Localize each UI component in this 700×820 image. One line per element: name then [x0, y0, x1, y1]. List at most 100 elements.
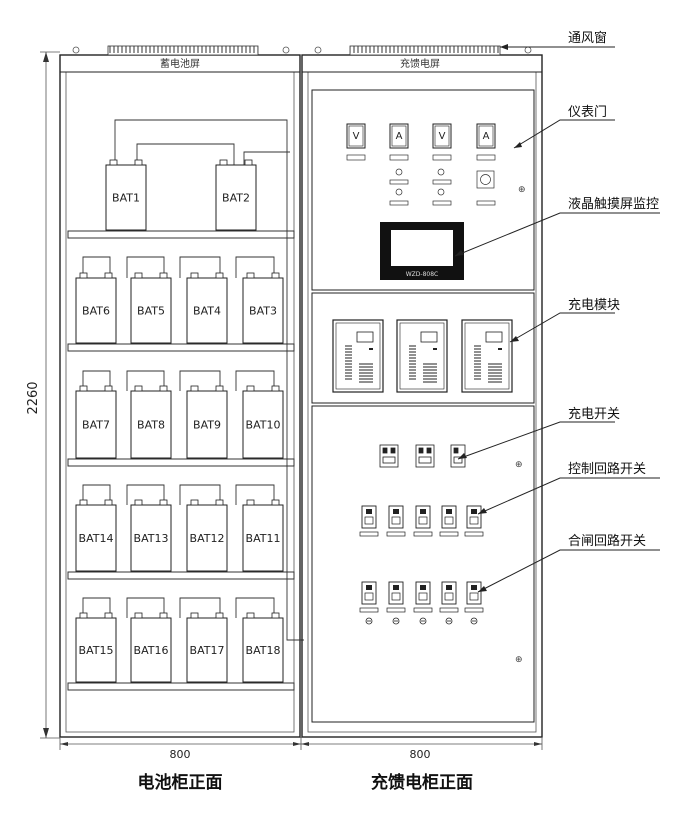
battery-11: BAT14: [75, 499, 117, 572]
meter-symbol: A: [483, 131, 490, 142]
callout-leaders: [454, 46, 660, 593]
charging-cabinet-header: 充馈电屏: [400, 57, 440, 70]
battery-1: BAT1: [105, 159, 147, 231]
height-dimension: 2260: [26, 51, 60, 739]
battery-label: BAT14: [79, 532, 114, 545]
meter-symbol: V: [353, 131, 360, 142]
battery-cabinet-header: 蓄电池屏: [160, 57, 200, 70]
battery-label: BAT8: [137, 419, 165, 432]
door-handle-bottom: ⊕: [515, 655, 523, 665]
instrument-door-label: 仪表门: [568, 105, 607, 120]
indicator-lamp-3: [419, 617, 427, 625]
width-dimensions: 800 800: [59, 737, 543, 761]
charging-module-group: [332, 319, 513, 393]
door-handle-top: ⊕: [518, 185, 526, 195]
indicator-lamp-1: [365, 617, 373, 625]
battery-label: BAT2: [222, 192, 250, 205]
control-breaker-4: [439, 505, 459, 537]
right-width-label: 800: [410, 748, 431, 761]
battery-9: BAT9: [186, 385, 228, 459]
battery-label: BAT15: [79, 644, 114, 657]
indicator-lamp-5: [470, 617, 478, 625]
battery-7: BAT7: [75, 385, 117, 459]
charging-module-3: [461, 319, 513, 393]
battery-label: BAT11: [246, 532, 281, 545]
lcd-touch-screen: WZD-808C: [380, 222, 464, 280]
control-breaker-1: [359, 505, 379, 537]
charging-module-1: [332, 319, 384, 393]
battery-17: BAT17: [186, 612, 228, 683]
control-breaker-3: [413, 505, 433, 537]
battery-2: BAT2: [215, 159, 257, 231]
control-breaker-5: [464, 505, 484, 537]
battery-label: BAT16: [134, 644, 169, 657]
battery-label: BAT7: [82, 419, 110, 432]
battery-16: BAT16: [130, 612, 172, 683]
charging-module-label: 充电模块: [568, 297, 620, 313]
battery-13: BAT12: [186, 499, 228, 572]
battery-wiring: [82, 119, 304, 641]
battery-label: BAT17: [190, 644, 225, 657]
left-width-label: 800: [170, 748, 191, 761]
lcd-model-label: WZD-808C: [406, 271, 438, 278]
closing-breaker-3: [413, 581, 433, 613]
battery-cabinet: 蓄电池屏: [59, 45, 304, 738]
closing-breaker-2: [386, 581, 406, 613]
meter-3: V: [432, 123, 452, 149]
lcd-monitor-label: 液晶触摸屏监控: [568, 197, 659, 212]
charging-cabinet: 充馈电屏 V A V A ⊕ WZD-808C: [301, 45, 543, 738]
battery-6: BAT3: [242, 272, 284, 344]
battery-label: BAT9: [193, 419, 221, 432]
battery-15: BAT15: [75, 612, 117, 683]
callout-arrowheads: [455, 44, 522, 592]
ventilation-window-label: 通风窗: [568, 30, 607, 46]
battery-label: BAT3: [249, 305, 277, 318]
battery-label: BAT12: [190, 532, 225, 545]
closing-circuit-switch-label: 合闸回路开关: [568, 533, 646, 549]
battery-label: BAT18: [246, 644, 281, 657]
meter-1: V: [346, 123, 366, 149]
battery-5: BAT4: [186, 272, 228, 344]
closing-breaker-5: [464, 581, 484, 613]
closing-breaker-4: [439, 581, 459, 613]
battery-label: BAT5: [137, 305, 165, 318]
battery-label: BAT13: [134, 532, 169, 545]
battery-label: BAT4: [193, 305, 221, 318]
indicator-lamp-4: [445, 617, 453, 625]
charging-cabinet-caption: 充馈电柜正面: [371, 772, 473, 793]
height-dimension-label: 2260: [26, 381, 41, 414]
closing-breaker-1: [359, 581, 379, 613]
charging-switches: [379, 444, 466, 468]
right-vent-window: [349, 45, 501, 56]
battery-label: BAT1: [112, 192, 140, 205]
meter-tags: [346, 154, 496, 206]
meter-symbol: V: [439, 131, 446, 142]
battery-label: BAT6: [82, 305, 110, 318]
control-breaker-2: [386, 505, 406, 537]
battery-14: BAT11: [242, 499, 284, 572]
battery-label: BAT10: [246, 419, 281, 432]
left-vent-window: [107, 45, 259, 56]
module-door: [311, 292, 535, 404]
charging-switch-label: 充电开关: [568, 406, 620, 422]
switch-door: [311, 405, 535, 723]
control-circuit-switch-label: 控制回路开关: [568, 461, 646, 477]
battery-8: BAT8: [130, 385, 172, 459]
battery-cabinet-caption: 电池柜正面: [138, 772, 223, 793]
battery-12: BAT13: [130, 499, 172, 572]
meter-symbol: A: [396, 131, 403, 142]
battery-4: BAT5: [130, 272, 172, 344]
battery-shelves: [67, 230, 295, 691]
indicator-lamp-2: [392, 617, 400, 625]
meter-4: A: [476, 123, 496, 149]
door-handle-middle: ⊕: [515, 460, 523, 470]
meter-2: A: [389, 123, 409, 149]
battery-18: BAT18: [242, 612, 284, 683]
battery-3: BAT6: [75, 272, 117, 344]
circuit-breaker-group: [359, 505, 484, 625]
instrument-door: [311, 89, 535, 291]
charging-module-2: [396, 319, 448, 393]
